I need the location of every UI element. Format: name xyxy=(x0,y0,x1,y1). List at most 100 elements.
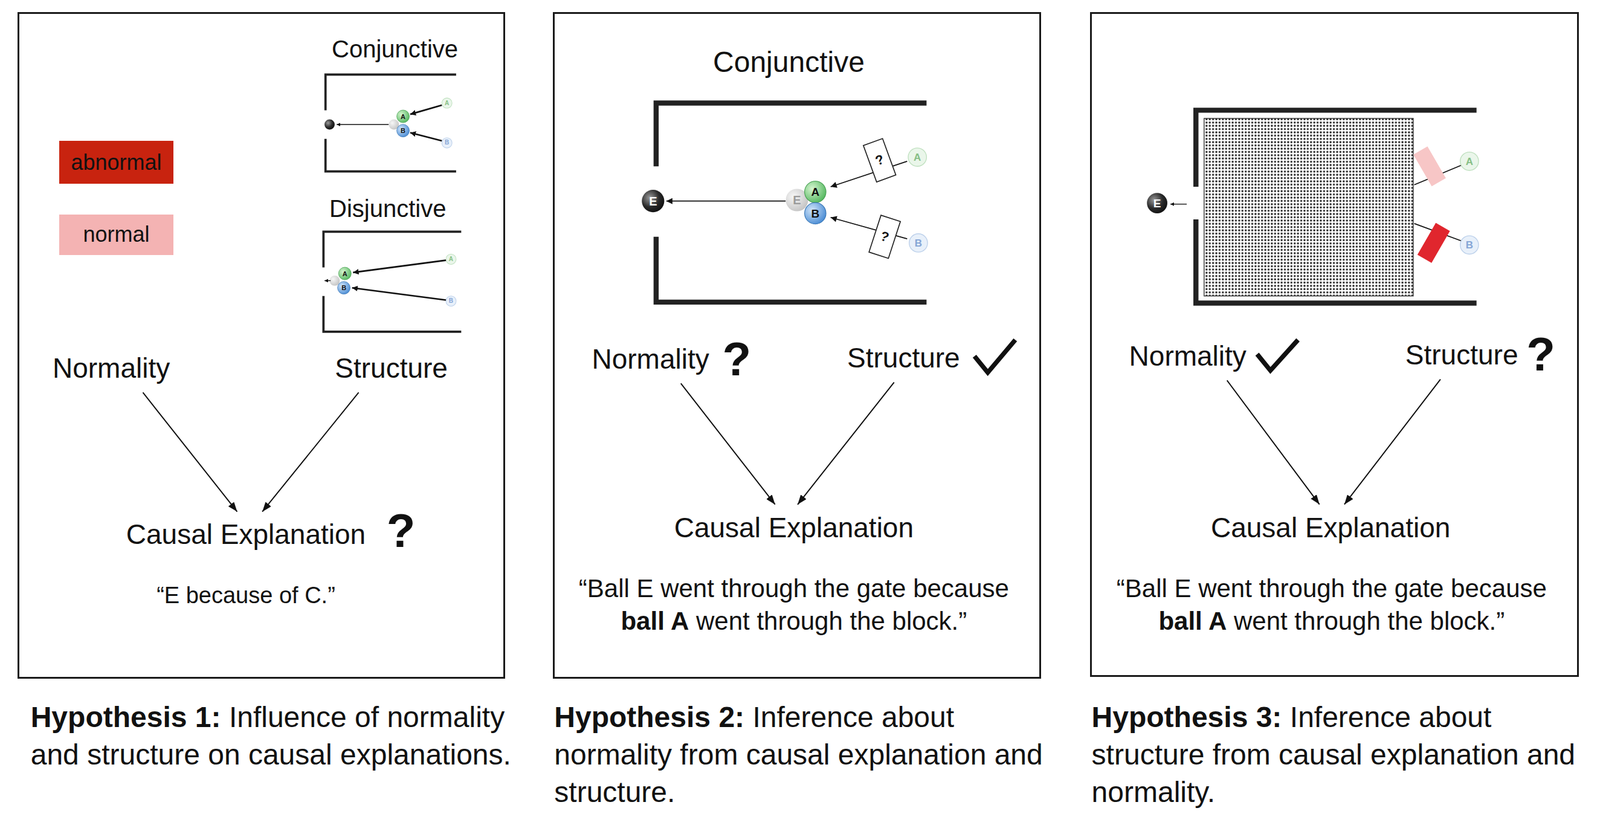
structure-title: Disjunctive xyxy=(329,196,446,221)
ball-b xyxy=(396,124,410,138)
emphasis-text: ball A xyxy=(620,606,689,636)
quote-text: “Ball E went through the gate because xyxy=(1116,572,1547,605)
legend-swatch: abnormal xyxy=(59,140,174,184)
influence-arrow xyxy=(680,383,776,504)
ball-letter: B xyxy=(1465,239,1474,251)
unknown-mark: ? xyxy=(386,506,416,555)
influence-arrow xyxy=(143,392,238,512)
ball-letter: A xyxy=(913,152,921,163)
ball-a xyxy=(804,181,826,203)
block-mark: ? xyxy=(873,152,886,168)
unknown-block xyxy=(868,215,901,259)
ball-e xyxy=(641,189,665,213)
hypothesis-panel: Hypothesis 1:Influence of normality and … xyxy=(17,12,506,679)
enclosure-wall xyxy=(323,231,462,332)
concept-label: Normality xyxy=(585,340,715,378)
quote-text: “Ball E went through the gate because xyxy=(578,572,1010,605)
legend-swatch: normal xyxy=(59,214,174,256)
hypothesis-caption: Hypothesis 1:Influence of normality and … xyxy=(30,698,539,774)
ball-e xyxy=(1146,192,1168,214)
concept-label: Structure xyxy=(328,349,454,387)
ball-letter: A xyxy=(400,112,406,120)
concept-label: Causal Explanation xyxy=(120,516,372,553)
faded-ball xyxy=(909,233,928,252)
concept-text: Causal Explanation xyxy=(674,511,914,544)
concept-text: Normality xyxy=(52,352,170,385)
ball-letter: A xyxy=(1465,155,1474,167)
ball-letter: B xyxy=(444,139,449,146)
faded-ball xyxy=(1460,235,1479,254)
concept-text: Causal Explanation xyxy=(126,518,366,551)
quote-text: went through the block.” xyxy=(1233,606,1505,636)
faded-ball xyxy=(441,137,452,149)
occluder xyxy=(1204,118,1414,297)
motion-arrow xyxy=(352,260,446,273)
ball-a xyxy=(396,109,410,123)
concept-text: Structure xyxy=(1405,338,1519,371)
hypothesis-number: Hypothesis 1: xyxy=(30,700,222,733)
motion-arrow xyxy=(324,280,331,281)
ball-b xyxy=(337,281,351,295)
ball-letter: E xyxy=(792,193,801,207)
structure-title: Conjunctive xyxy=(712,47,865,77)
concept-text: Structure xyxy=(847,341,961,375)
ball-letter: E xyxy=(1153,197,1162,210)
ball-a xyxy=(338,267,352,280)
ball-letter: E xyxy=(648,195,657,208)
faded-ball xyxy=(445,296,457,307)
concept-label: Causal Explanation xyxy=(1204,509,1457,547)
explanation-quote: “Ball E went through the gate becausebal… xyxy=(1116,572,1547,638)
ball-e xyxy=(324,119,335,130)
block-mark: ? xyxy=(878,229,891,245)
motion-arrow xyxy=(410,132,442,142)
concept-text: Structure xyxy=(334,352,448,385)
check-mark xyxy=(1257,339,1299,371)
ball-letter: B xyxy=(400,127,406,135)
hypothesis-caption: Hypothesis 3:Inference about structure f… xyxy=(1091,698,1600,811)
faded-ball xyxy=(908,148,927,167)
motion-arrow xyxy=(336,123,389,125)
ball-b xyxy=(804,202,826,224)
concept-text: Normality xyxy=(591,343,709,376)
explanation-quote: “Ball E went through the gate becausebal… xyxy=(578,572,1010,638)
unknown-block xyxy=(863,138,897,182)
motion-arrow xyxy=(410,105,442,115)
motion-arrow xyxy=(666,200,787,202)
ball-letter: A xyxy=(448,256,454,263)
unknown-mark: ? xyxy=(1526,330,1556,378)
concept-label: Normality xyxy=(1123,337,1253,375)
hypothesis-caption: Hypothesis 2:Inference about normality f… xyxy=(554,698,1062,811)
concept-text: Causal Explanation xyxy=(1210,511,1451,544)
check-mark xyxy=(974,339,1016,373)
faded-ball xyxy=(445,254,457,265)
hypothesis-number: Hypothesis 2: xyxy=(554,700,745,733)
motion-arrow xyxy=(352,287,446,300)
legend-text: normal xyxy=(82,221,150,248)
quote-text: went through the block.” xyxy=(696,606,967,636)
enclosure-wall xyxy=(325,74,457,171)
ball-letter: A xyxy=(810,186,820,198)
concept-label: Structure xyxy=(1399,336,1525,374)
concept-label: Normality xyxy=(46,349,176,387)
faded-ball xyxy=(1460,152,1479,171)
structure-title: Conjunctive xyxy=(331,36,459,62)
ball-letter: A xyxy=(444,100,449,107)
ball-letter: B xyxy=(341,284,347,292)
influence-arrow xyxy=(1227,380,1320,504)
ball-letter: B xyxy=(810,207,820,219)
legend-text: abnormal xyxy=(70,149,162,176)
enclosure-wall xyxy=(1195,109,1477,303)
influence-arrow xyxy=(1344,379,1441,505)
faded-ball xyxy=(441,97,452,109)
concept-text: Normality xyxy=(1129,340,1247,373)
enclosure-wall xyxy=(656,103,927,303)
ball-letter: A xyxy=(342,270,348,277)
abnormal-block xyxy=(1417,222,1451,263)
motion-arrow xyxy=(1170,203,1187,205)
emphasis-text: ball A xyxy=(1158,606,1227,636)
hypothesis-number: Hypothesis 3: xyxy=(1091,700,1283,733)
influence-arrow xyxy=(797,382,895,505)
ball-letter: B xyxy=(448,297,454,304)
concept-label: Structure xyxy=(841,339,967,377)
